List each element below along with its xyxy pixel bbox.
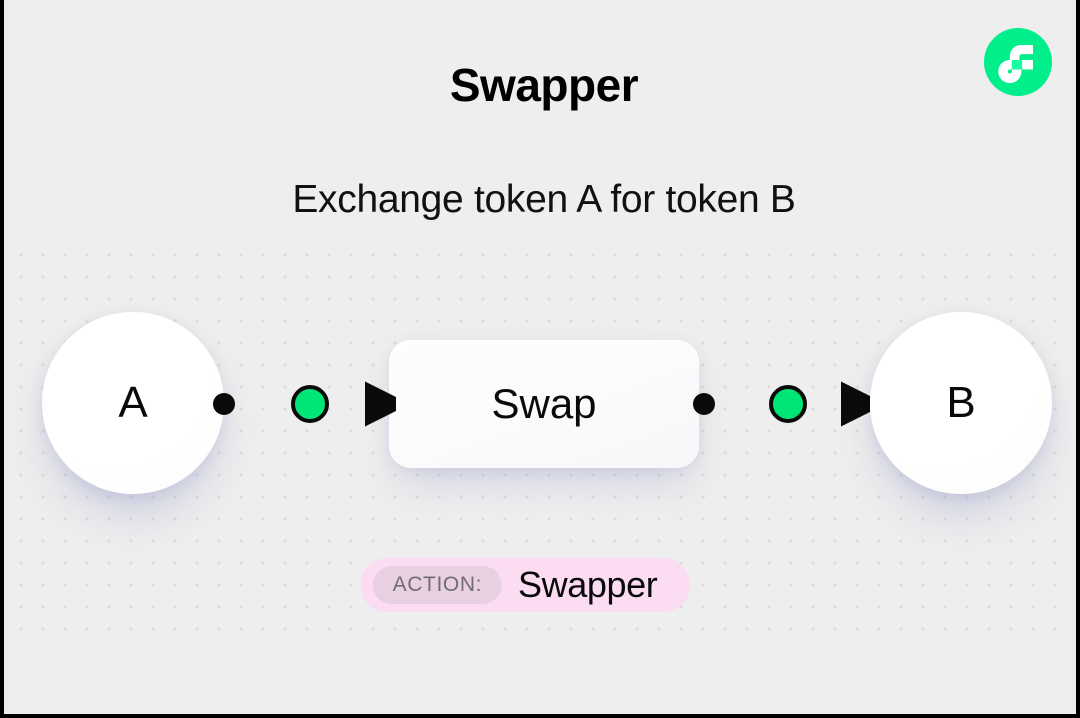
edge-source-dot-right bbox=[693, 393, 715, 415]
edge-handle-right bbox=[769, 385, 807, 423]
page-subtitle: Exchange token A for token B bbox=[292, 178, 796, 221]
flow-diagram: A Swap B bbox=[4, 0, 1076, 714]
node-swap[interactable]: Swap bbox=[389, 340, 699, 468]
edge-a-to-swap[interactable] bbox=[210, 380, 410, 428]
edge-swap-to-b[interactable] bbox=[690, 380, 886, 428]
page-title: Swapper bbox=[449, 59, 639, 111]
node-token-a-label: A bbox=[118, 378, 148, 427]
node-token-a[interactable]: A bbox=[42, 312, 224, 494]
node-swap-label: Swap bbox=[491, 380, 597, 427]
node-token-b-label: B bbox=[946, 378, 976, 427]
node-token-b[interactable]: B bbox=[870, 312, 1052, 494]
edge-source-dot-left bbox=[213, 393, 235, 415]
edge-handle-left bbox=[291, 385, 329, 423]
action-badge-key: ACTION: bbox=[372, 566, 503, 604]
flow-logo-icon bbox=[984, 28, 1052, 96]
action-badge-value: Swapper bbox=[518, 564, 658, 605]
action-badge: ACTION: Swapper bbox=[360, 558, 690, 612]
